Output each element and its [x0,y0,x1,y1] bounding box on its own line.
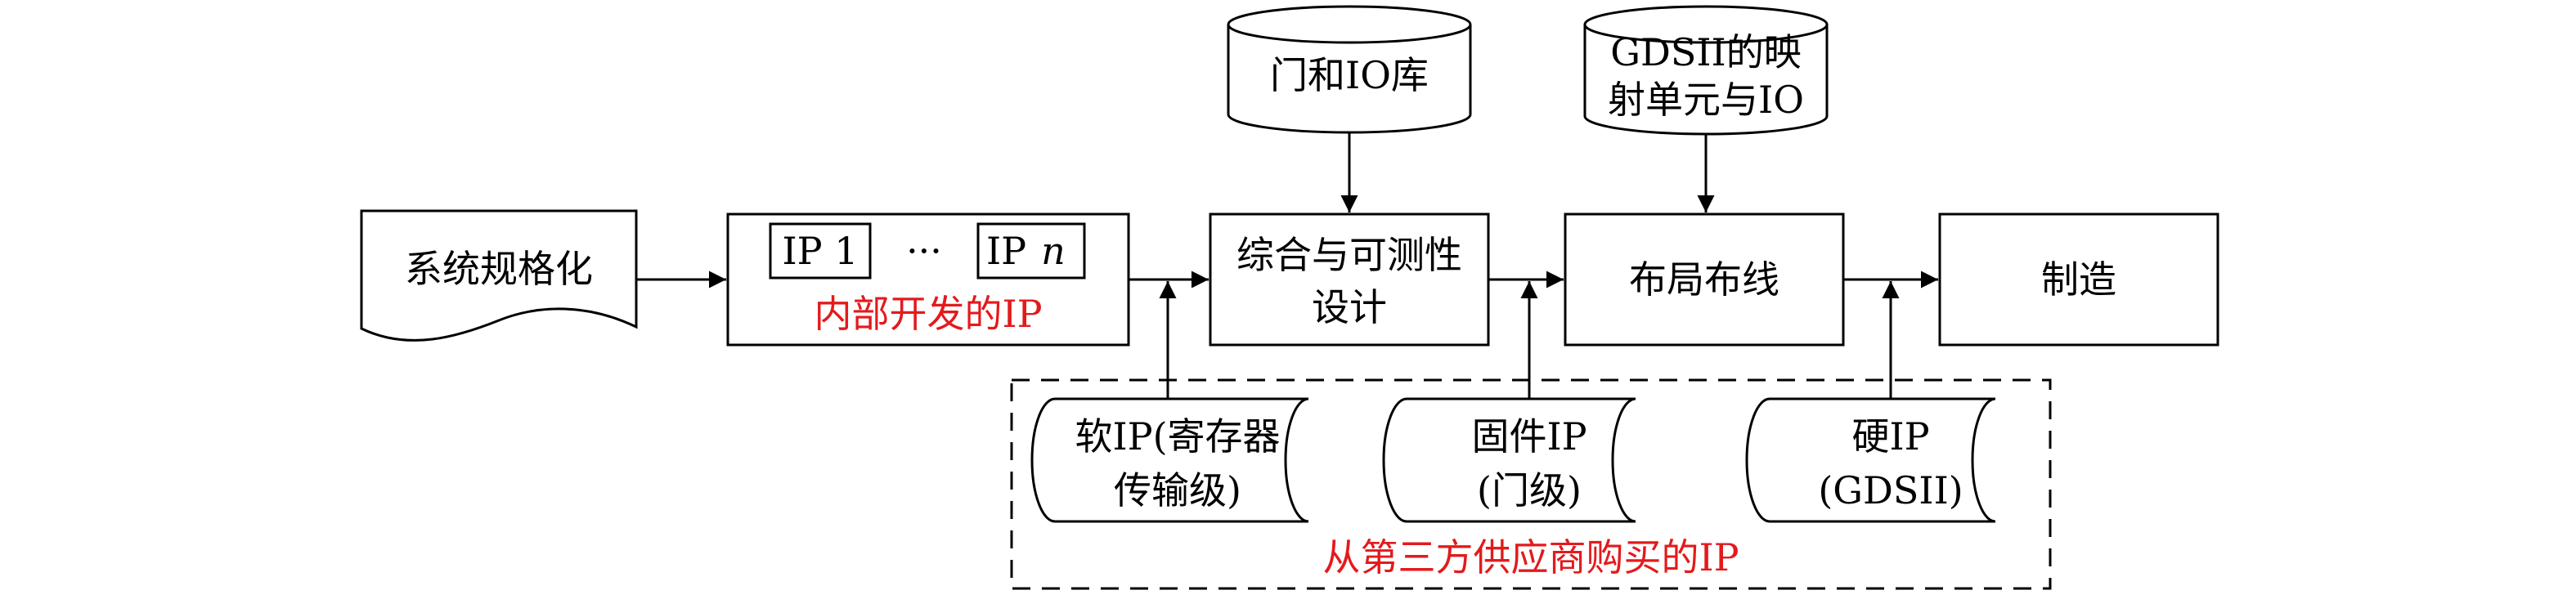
ip-n-var: n [1041,229,1066,273]
synthesis-node: 综合与可测性 设计 [1209,212,1490,347]
ip-n-box [976,222,1086,280]
manufacturing-label: 制造 [2041,257,2116,302]
spec-label: 系统规格化 [405,247,593,291]
firm-ip-label-line1: 固件IP [1471,414,1586,459]
synthesis-label-line1: 综合与可测性 [1236,233,1462,277]
gdsii-library-label-line1: GDSII的映 [1610,30,1801,74]
svg-text:IPn: IP n [986,229,1066,273]
soft-ip-label-line1: 软IP(寄存器 [1075,414,1280,459]
manufacturing-node: 制造 [1938,212,2219,347]
gdsii-library-label-line2: 射单元与IO [1608,78,1804,122]
place-route-node: 布局布线 [1564,212,1845,347]
synthesis-label-line2: 设计 [1312,285,1387,329]
inhouse-ip-label: 内部开发的IP [814,292,1042,336]
ip-dots: ··· [906,229,942,273]
spec-node: 系统规格化 [360,209,638,342]
gate-io-library-label: 门和IO库 [1270,53,1429,97]
hard-ip-label-line1: 硬IP [1851,414,1929,459]
third-party-ip-region [1010,378,2052,590]
hard-ip-label-line2: (GDSII) [1818,468,1963,512]
ip-n-label: IP [986,229,1026,273]
inhouse-ip-node: IP 1 ··· IP n 内部开发的IP [726,212,1130,347]
firm-ip-label-line2: (门级) [1477,468,1582,512]
place-route-label: 布局布线 [1629,257,1779,302]
hard-ip-node: 硬IP (GDSII) [1745,397,1996,523]
ip-1-label: IP 1 [782,229,858,273]
gdsii-library-node: GDSII的映 射单元与IO [1583,5,1829,136]
ip-1-box [769,222,872,280]
third-party-ip-label: 从第三方供应商购买的IP [1322,535,1739,579]
gate-io-library-node: 门和IO库 [1227,5,1472,134]
soft-ip-label-line2: 传输级) [1114,468,1241,512]
firm-ip-node: 固件IP (门级) [1382,397,1636,523]
soft-ip-node: 软IP(寄存器 传输级) [1030,397,1309,523]
